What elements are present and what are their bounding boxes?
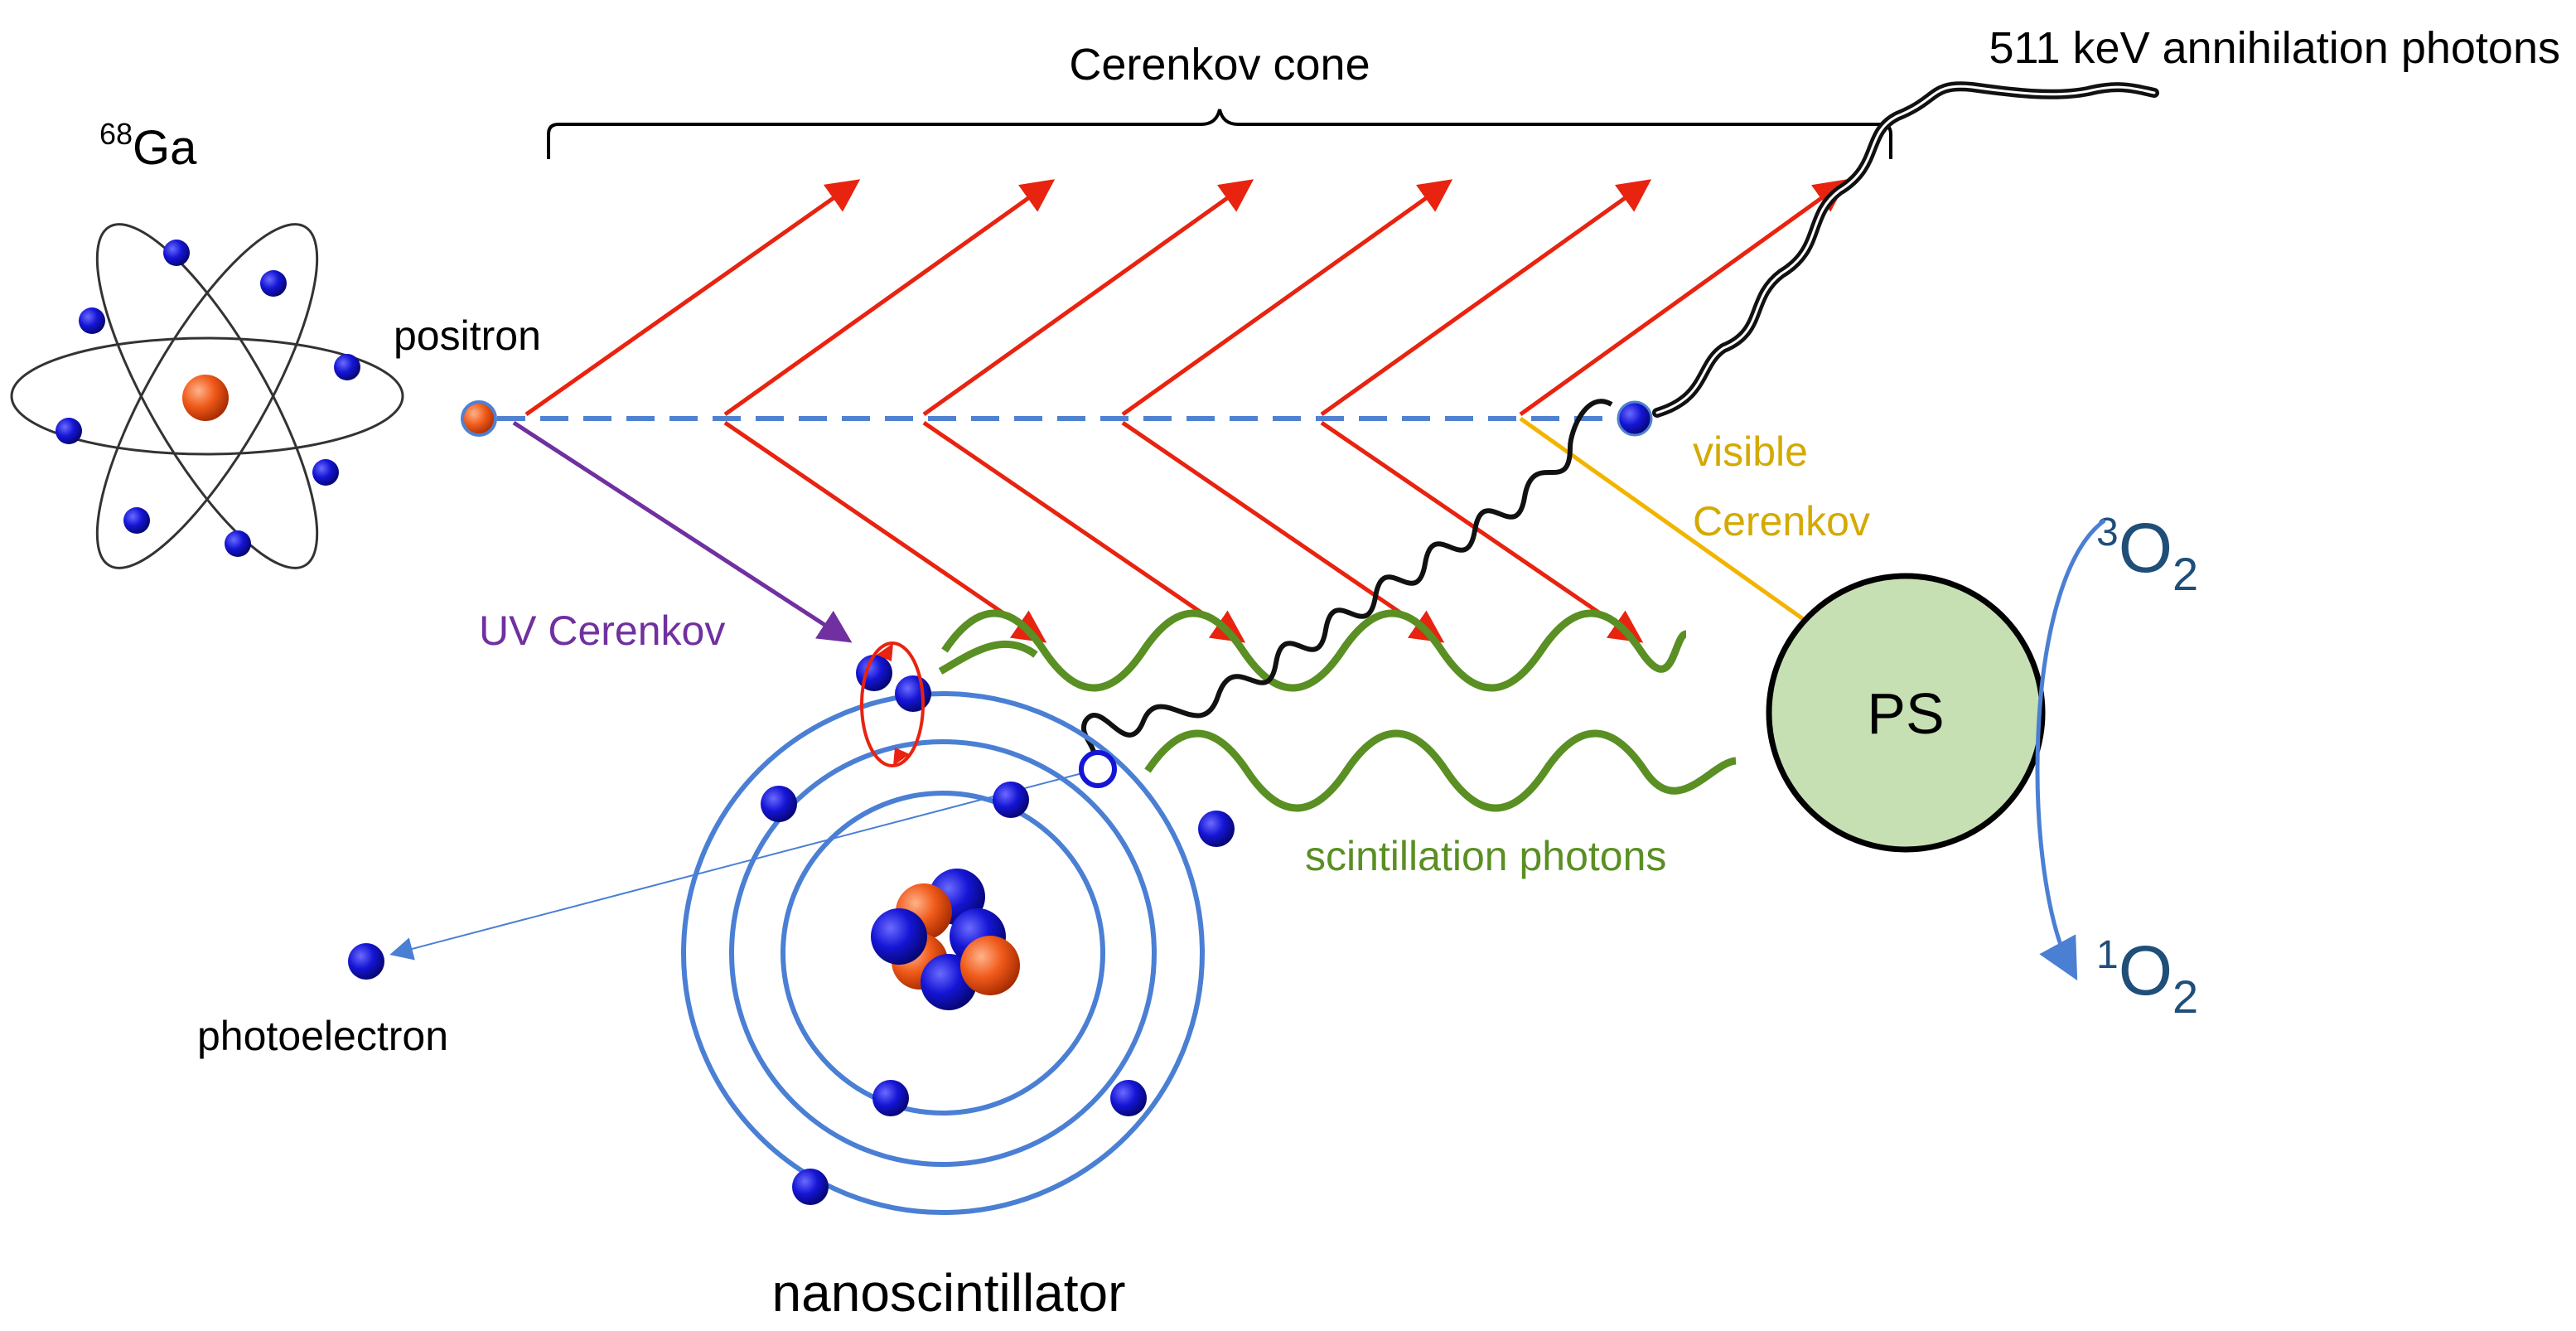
photoelectron-label: photoelectron: [197, 1013, 448, 1059]
electron-vacancy: [1079, 750, 1117, 788]
uv-cerenkov-arrow: [512, 420, 853, 643]
triplet-oxygen-superscript: 3: [2096, 511, 2119, 554]
excitation-arrow-top: [877, 643, 893, 661]
cerenkov-upper-arrows: [524, 179, 1849, 417]
excitation-arrow-bottom: [893, 748, 910, 766]
ga68-atom: [10, 223, 404, 569]
positron-particle: [461, 400, 497, 437]
orbit-middle: [729, 739, 1157, 1167]
singlet-oxygen-superscript: 1: [2096, 933, 2119, 977]
visible-cerenkov-line-1: visible: [1693, 428, 1808, 475]
nanoscintillator-atom: [389, 641, 1235, 1215]
scintillation-wave-lower: [1144, 729, 1737, 812]
annihilation-photon-wave-down: [1081, 399, 1613, 772]
triplet-oxygen-symbol: O: [2119, 509, 2172, 587]
ga68-mass-number: 68: [99, 117, 133, 151]
oxygen-transition-arrow: [2035, 518, 2106, 981]
singlet-oxygen-label: 1O2: [2096, 932, 2198, 1023]
uv-cerenkov-label: UV Cerenkov: [479, 607, 725, 654]
visible-cerenkov-arrow: [1519, 416, 1847, 650]
triplet-oxygen-label: 3O2: [2096, 509, 2198, 600]
excitation-circle: [860, 641, 925, 767]
photoelectron-path: [389, 768, 1099, 961]
scintillation-wave-upper: [941, 609, 1688, 692]
cerenkov-cone-label: Cerenkov cone: [1069, 40, 1370, 90]
annihilation-photons-label: 511 keV annihilation photons: [1989, 23, 2560, 73]
singlet-oxygen-subscript: 2: [2172, 970, 2198, 1023]
orbit-outer: [681, 691, 1205, 1215]
positron-label: positron: [394, 312, 541, 359]
ga68-label: 68Ga: [99, 117, 197, 175]
nanoscintillator-nucleus: [871, 869, 1020, 1010]
ga68-electrons: [56, 240, 360, 557]
ga68-nucleus: [182, 375, 229, 421]
photosensitizer-label: PS: [1867, 681, 1944, 746]
cerenkov-cone-brace: [547, 109, 1892, 159]
cerenkov-lower-arrows: [723, 420, 1644, 643]
annihilation-photon-wave-inner: [1655, 85, 2156, 414]
annihilation-photon-wave: [1652, 81, 2159, 418]
photosensitizer: [1766, 573, 2046, 853]
photoelectron-particle: [348, 943, 384, 980]
scintillation-wave-upper-left: [938, 640, 1038, 675]
nanoscintillator-label: nanoscintillator: [772, 1263, 1126, 1323]
scintillation-photons-label: scintillation photons: [1305, 833, 1666, 879]
nanoscintillator-electrons: [761, 655, 1235, 1205]
triplet-oxygen-subscript: 2: [2172, 548, 2198, 600]
visible-cerenkov-line-2: Cerenkov: [1693, 498, 1870, 544]
annihilation-electron: [1617, 400, 1653, 437]
singlet-oxygen-symbol: O: [2119, 932, 2172, 1009]
orbit-inner: [781, 791, 1105, 1116]
ga68-symbol: Ga: [133, 121, 197, 175]
visible-cerenkov-label: visible Cerenkov: [1693, 428, 1870, 544]
